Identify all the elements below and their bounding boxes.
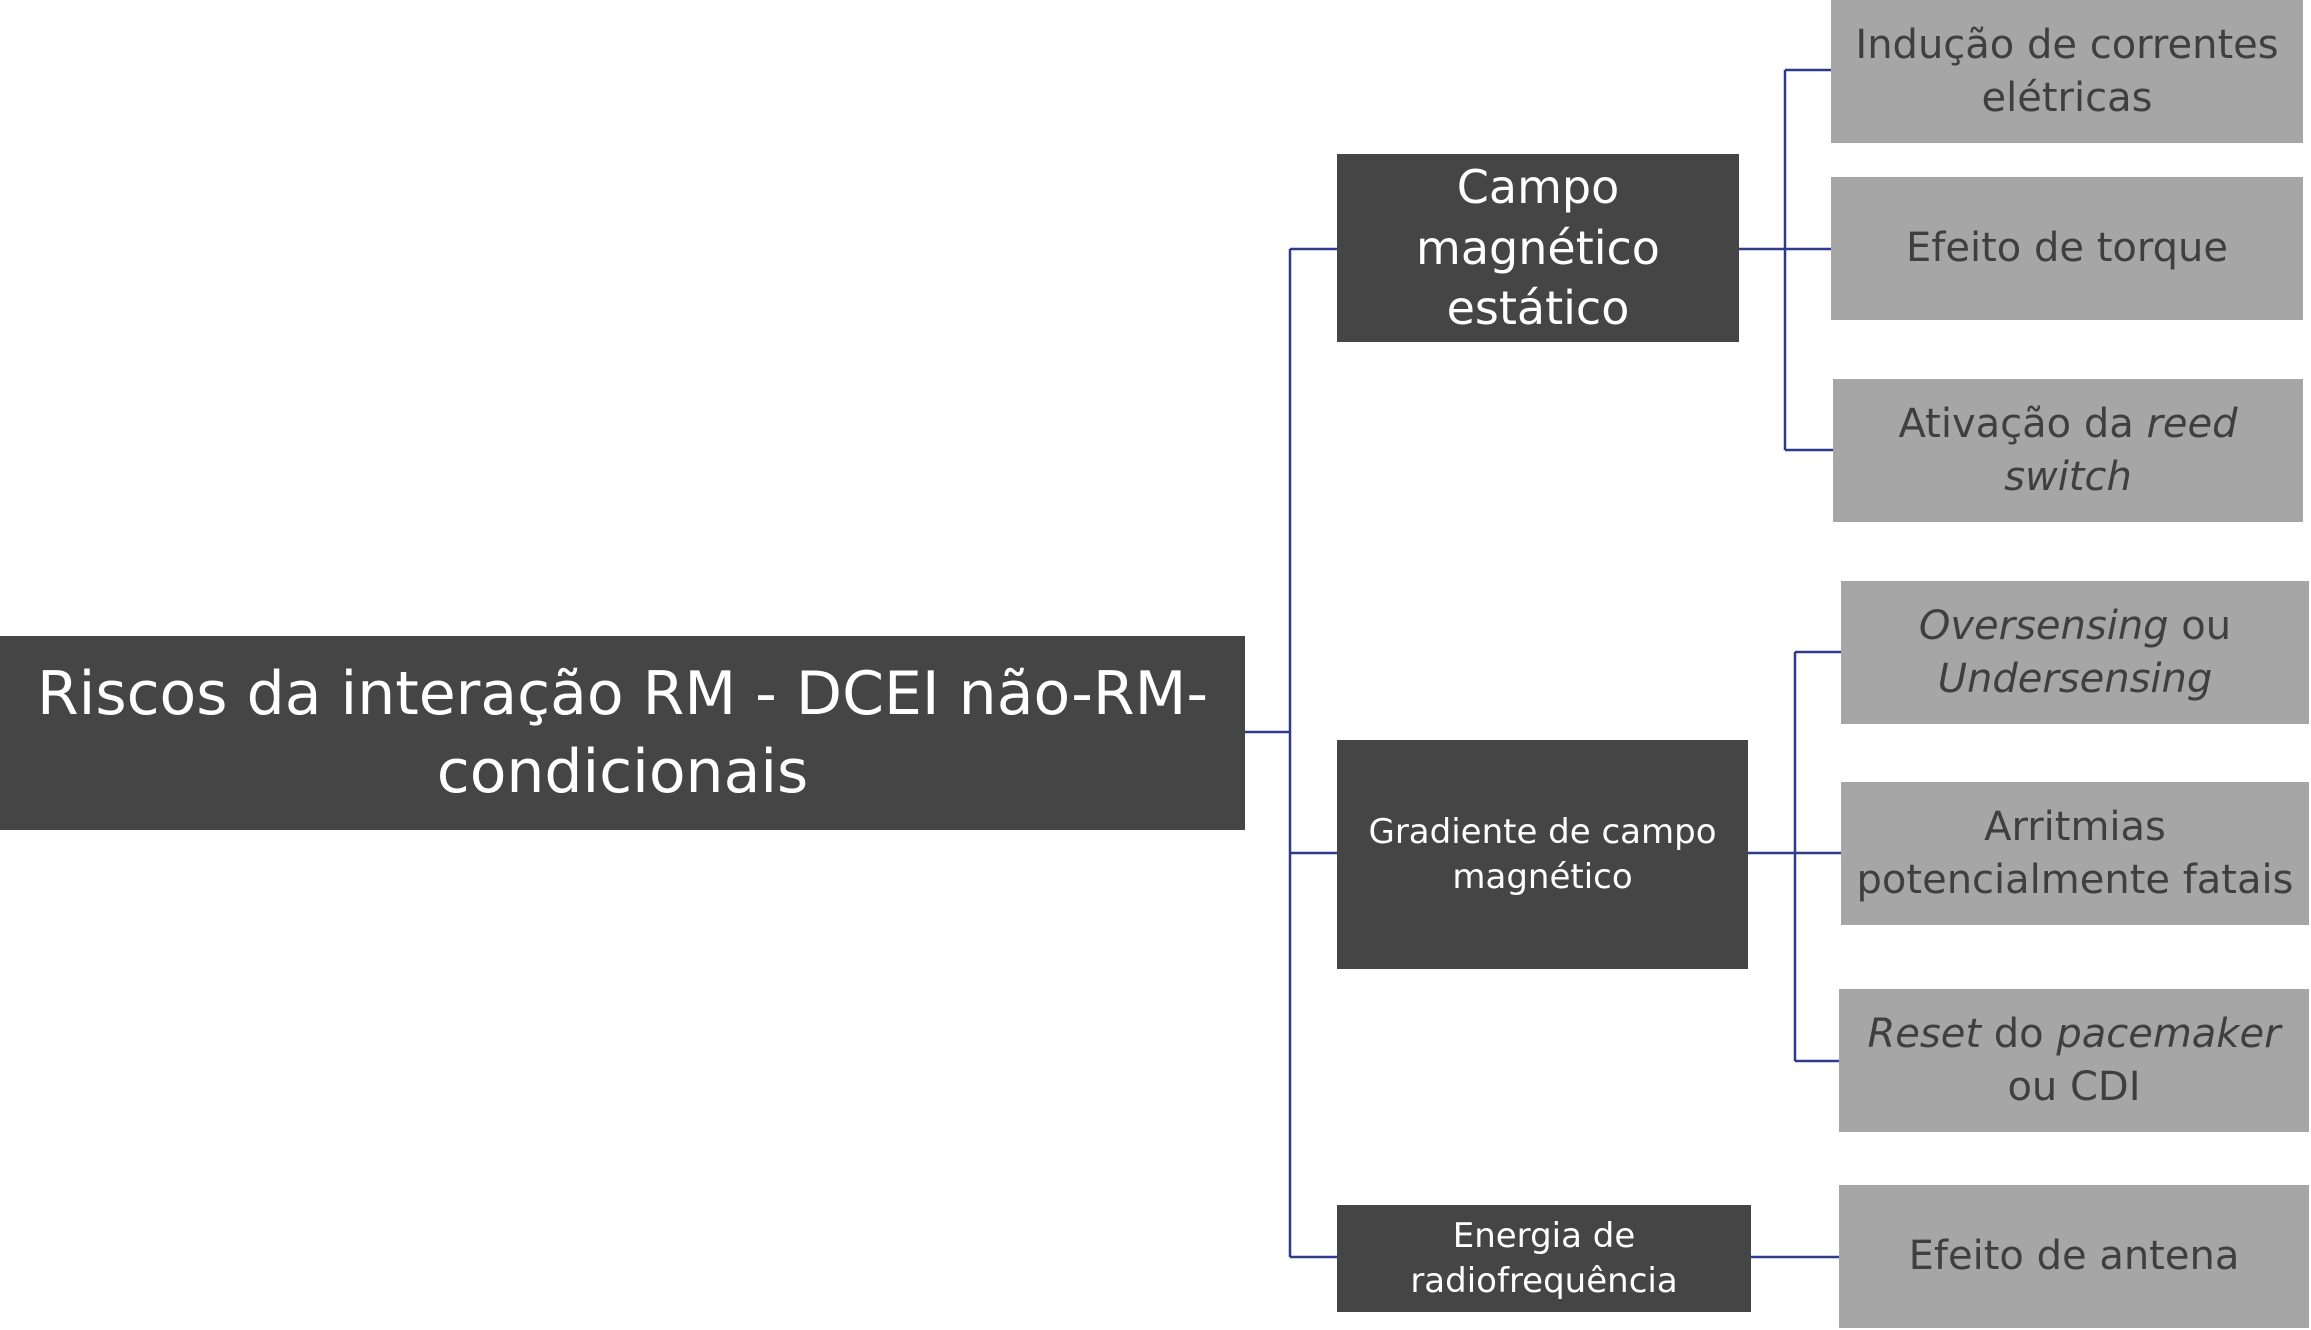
- label-segment: pacemaker: [2056, 1010, 2281, 1057]
- branch-static-field: Campo magnético estático: [1337, 154, 1739, 342]
- leaf-pacemaker-reset: Reset do pacemaker ou CDI: [1839, 989, 2309, 1132]
- root-node: Riscos da interação RM - DCEI não-RM-con…: [0, 636, 1245, 830]
- leaf-reed-switch: Ativação da reed switch: [1833, 379, 2303, 522]
- leaf-antenna-effect-label: Efeito de antena: [1909, 1230, 2240, 1283]
- connector-group: [1245, 68, 1841, 1259]
- leaf-reed-switch-label: Ativação da reed switch: [1839, 398, 2297, 504]
- label-segment: do: [1981, 1010, 2057, 1057]
- leaf-pacemaker-reset-label: Reset do pacemaker ou CDI: [1845, 1008, 2303, 1114]
- label-segment: Ativação da: [1898, 400, 2147, 447]
- root-label: Riscos da interação RM - DCEI não-RM-con…: [36, 659, 1209, 807]
- label-segment: Indução de correntes elétricas: [1855, 21, 2279, 121]
- label-segment: Efeito de antena: [1908, 1233, 2240, 1280]
- branch-radiofrequency-label: Energia de radiofrequência: [1410, 1216, 1678, 1301]
- leaf-electric-currents-label: Indução de correntes elétricas: [1837, 19, 2297, 125]
- label-segment: ou CDI: [2007, 1063, 2141, 1110]
- label-segment: Efeito de torque: [1906, 225, 2228, 272]
- branch-gradient-field-label: Gradiente de campo magnético: [1368, 812, 1717, 897]
- label-segment: Undersensing: [1937, 655, 2213, 702]
- leaf-torque-effect: Efeito de torque: [1831, 177, 2303, 320]
- label-segment: reed switch: [2004, 400, 2238, 500]
- branch-static-field-label: Campo magnético estático: [1416, 159, 1660, 336]
- leaf-antenna-effect: Efeito de antena: [1839, 1185, 2309, 1328]
- leaf-electric-currents: Indução de correntes elétricas: [1831, 0, 2303, 143]
- label-segment: Oversensing: [1918, 602, 2169, 649]
- label-segment: ou: [2168, 602, 2232, 649]
- leaf-arrhythmias-label: Arritmias potencialmente fatais: [1847, 801, 2303, 907]
- label-segment: Arritmias potencialmente fatais: [1856, 803, 2294, 903]
- leaf-torque-effect-label: Efeito de torque: [1906, 222, 2228, 275]
- branch-gradient-field: Gradiente de campo magnético: [1337, 740, 1748, 969]
- branch-radiofrequency: Energia de radiofrequência: [1337, 1205, 1751, 1312]
- leaf-arrhythmias: Arritmias potencialmente fatais: [1841, 782, 2309, 925]
- leaf-oversensing-label: Oversensing ou Undersensing: [1847, 600, 2303, 706]
- label-segment: Reset: [1867, 1010, 1982, 1057]
- leaf-oversensing: Oversensing ou Undersensing: [1841, 581, 2309, 724]
